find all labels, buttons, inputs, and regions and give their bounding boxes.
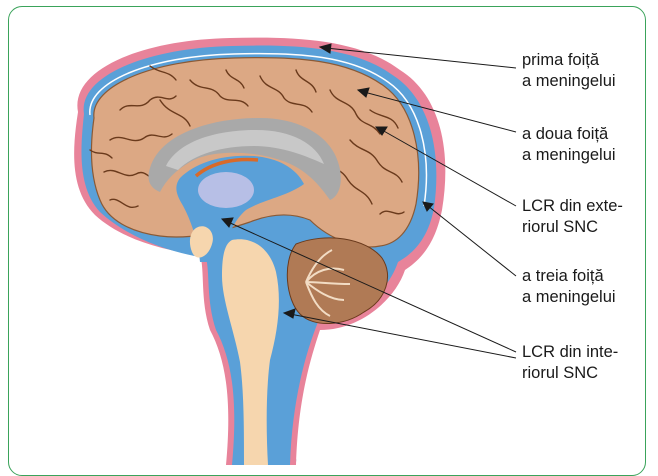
label-line: riorul SNC [522,363,618,384]
label-line: a meningelui [522,287,616,308]
label-line: riorul SNC [522,217,623,238]
label-third-meninges-layer: a treia foiță a meningelui [522,266,616,308]
label-line: LCR din inte- [522,342,618,363]
label-line: a meningelui [522,145,616,166]
label-second-meninges-layer: a doua foiță a meningelui [522,124,616,166]
label-csf-exterior: LCR din exte- riorul SNC [522,196,623,238]
label-first-meninges-layer: prima foiță a meningelui [522,50,616,92]
label-line: a meningelui [522,71,616,92]
label-csf-interior: LCR din inte- riorul SNC [522,342,618,384]
label-line: prima foiță [522,50,616,71]
label-line: LCR din exte- [522,196,623,217]
label-line: a doua foiță [522,124,616,145]
label-line: a treia foiță [522,266,616,287]
thalamus [198,172,254,208]
